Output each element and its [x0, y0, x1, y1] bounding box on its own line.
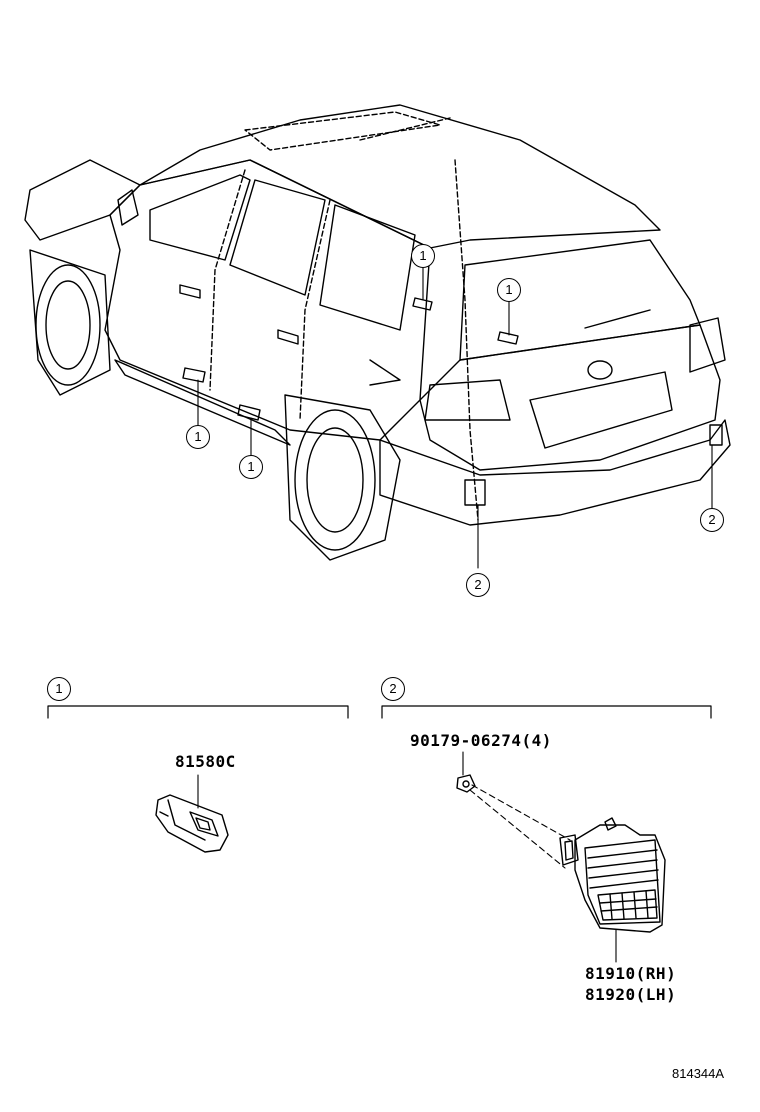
section-callout-2: 2 — [381, 677, 405, 701]
callout-1-rear-door: 1 — [239, 455, 263, 479]
callout-2-left-bumper: 2 — [466, 573, 490, 597]
callout-1-rear-glass: 1 — [497, 278, 521, 302]
leader-dashes — [469, 784, 571, 869]
callout-1-front-door: 1 — [186, 425, 210, 449]
vehicle-illustration — [24, 104, 731, 561]
callout-1-rear-quarter: 1 — [411, 244, 435, 268]
part-number-nut: 90179-06274(4) — [410, 731, 552, 750]
vehicle-leader-lines — [197, 267, 713, 569]
figure-id: 814344A — [672, 1066, 725, 1081]
section-callout-1: 1 — [47, 677, 71, 701]
part-number-courtesy-lamp: 81580C — [175, 752, 236, 771]
part-number-rear-lamp-rh: 81910(RH) — [585, 964, 677, 983]
part-number-rear-lamp-lh: 81920(LH) — [585, 985, 677, 1004]
nut-illustration — [456, 751, 476, 793]
section-brackets — [47, 705, 712, 719]
rear-lamp-illustration — [559, 817, 666, 963]
callout-2-right-bumper: 2 — [700, 508, 724, 532]
courtesy-lamp-illustration — [155, 774, 229, 853]
